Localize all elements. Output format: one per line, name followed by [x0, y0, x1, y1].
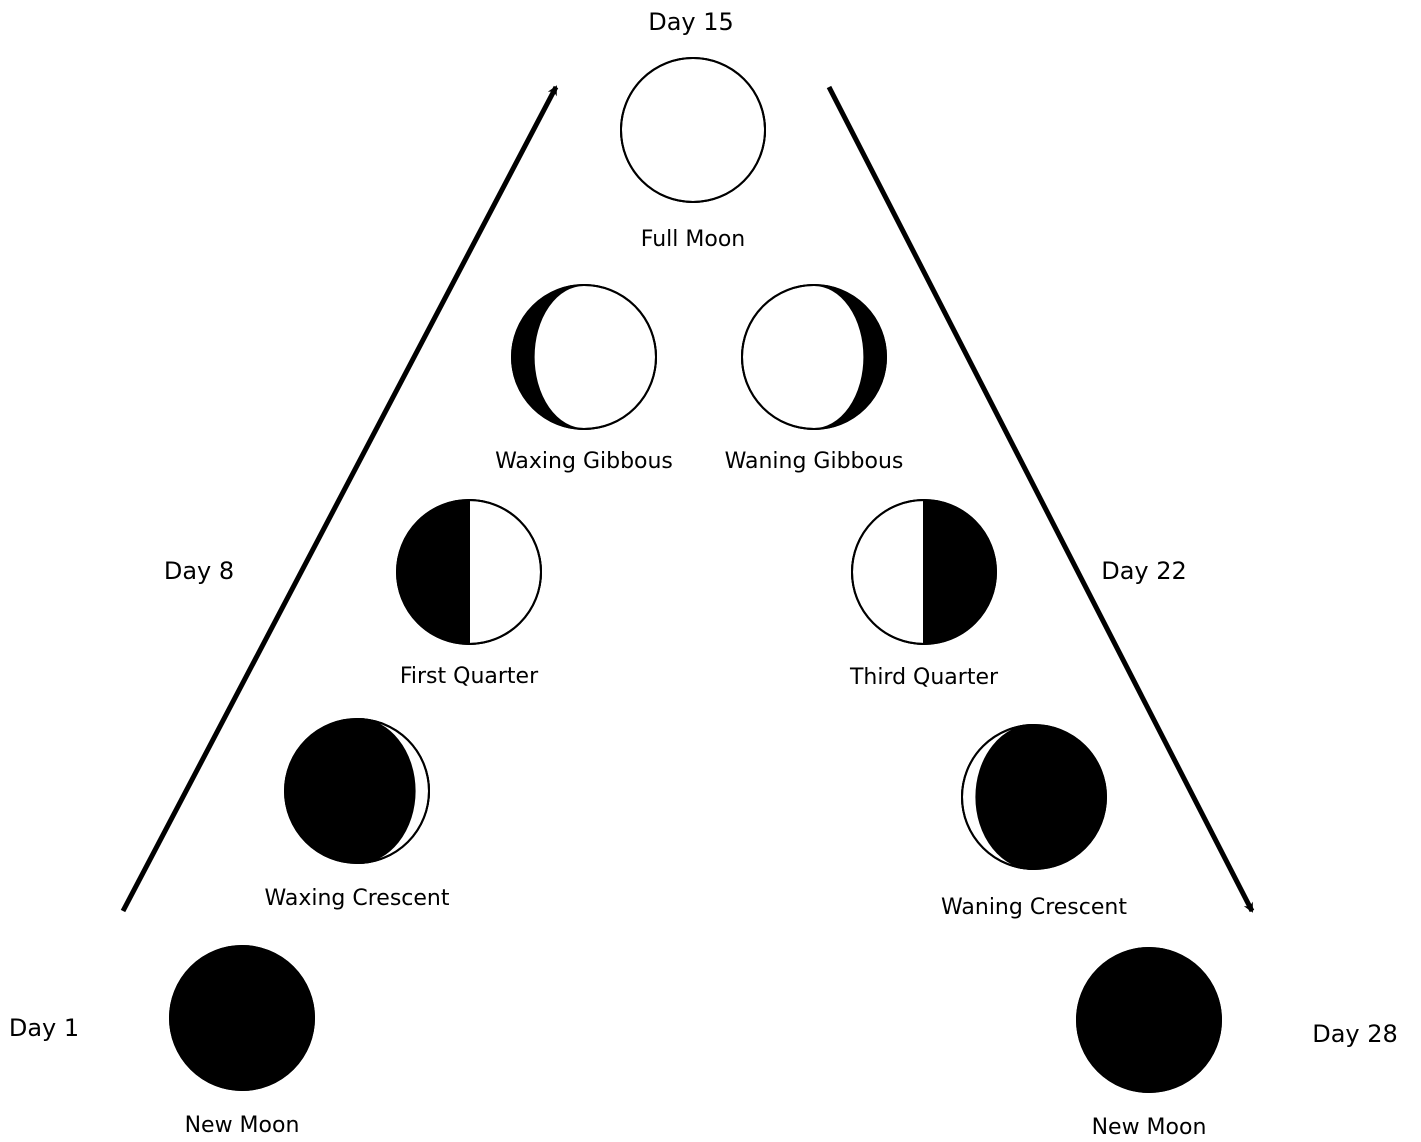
day-28-label: Day 28 [1312, 1020, 1398, 1048]
phase-label: Waning Crescent [941, 895, 1127, 920]
moon-outline [511, 284, 657, 430]
moon-new-moon-start: New Moon [169, 945, 315, 1138]
moon-outline [620, 57, 766, 203]
moon-first-quarter: First Quarter [396, 498, 542, 689]
moon-waning-crescent: Waning Crescent [941, 724, 1127, 920]
phase-label: First Quarter [400, 664, 539, 689]
moon-outline [284, 718, 430, 864]
moon-outline [741, 284, 887, 430]
moon-lit [468, 498, 542, 646]
phase-label: Full Moon [641, 227, 745, 252]
moon-outline [851, 499, 997, 645]
phase-label: New Moon [1092, 1115, 1207, 1140]
moon-third-quarter: Third Quarter [849, 498, 999, 690]
moon-lit [741, 283, 866, 431]
moon-waxing-crescent: Waxing Crescent [265, 718, 450, 911]
phase-label: New Moon [185, 1113, 300, 1138]
moon-outline [169, 945, 315, 1091]
day-1-label: Day 1 [9, 1014, 79, 1042]
moon-lit [532, 283, 657, 431]
day-15-label: Day 15 [648, 8, 734, 36]
waxing-arrow [120, 85, 559, 913]
moon-outline [396, 499, 542, 645]
moon-lit [851, 498, 925, 646]
day-22-label: Day 22 [1101, 557, 1187, 585]
day-8-label: Day 8 [164, 557, 234, 585]
waning-arrow [826, 85, 1255, 913]
moon-outline [1076, 947, 1222, 1093]
moon-waxing-gibbous: Waxing Gibbous [495, 283, 673, 474]
phase-label: Third Quarter [849, 665, 999, 690]
phase-label: Waning Gibbous [725, 449, 904, 474]
moon-new-moon-end: New Moon [1076, 947, 1222, 1140]
moon-full-moon: Full Moon [620, 57, 766, 252]
moon-outline [961, 724, 1107, 870]
phase-label: Waxing Crescent [265, 886, 450, 911]
moon-waning-gibbous: Waning Gibbous [725, 283, 904, 474]
phase-label: Waxing Gibbous [495, 449, 673, 474]
